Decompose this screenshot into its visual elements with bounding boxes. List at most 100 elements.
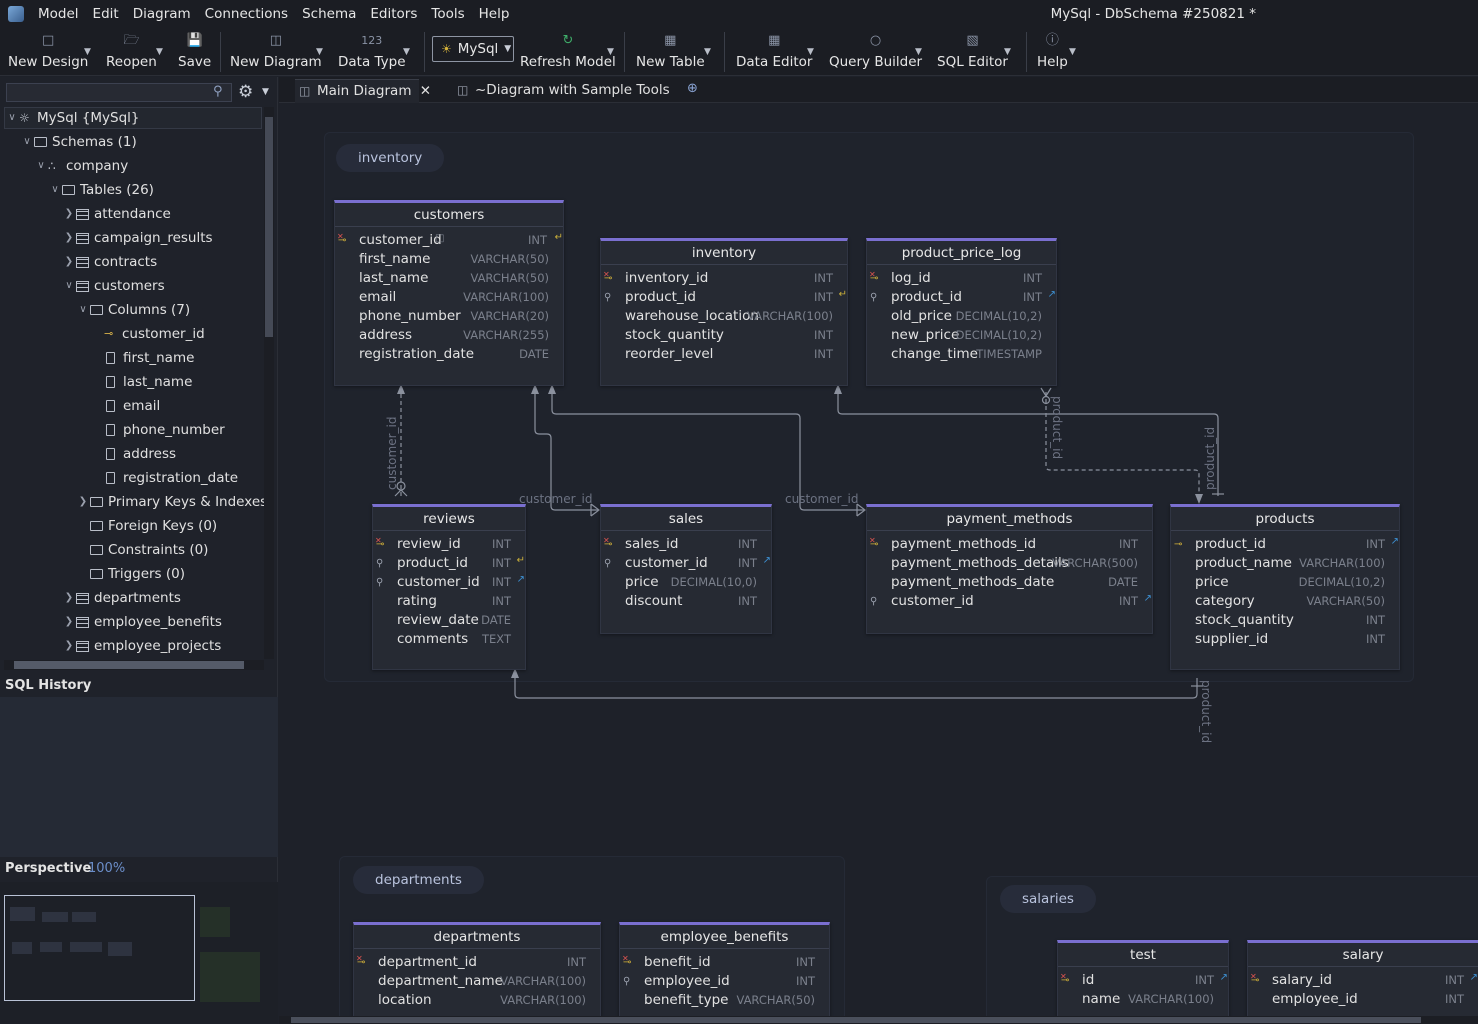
data-editor-button[interactable]: ▦ Data Editor [736,33,813,70]
chevron-down-icon[interactable]: ∨ [37,160,45,171]
perspective-zoom-level[interactable]: 100% [88,861,126,876]
data-type-button[interactable]: 123 Data Type [338,34,406,70]
tree-search-input[interactable] [6,83,232,102]
entity-title[interactable]: products [1171,507,1399,531]
menu-editors[interactable]: Editors [370,6,418,22]
chevron-right-icon[interactable]: ❯ [64,232,74,243]
chevron-down-icon[interactable]: ▼ [262,87,269,97]
entity-title[interactable]: payment_methods [867,507,1152,531]
menu-model[interactable]: Model [38,6,79,22]
chevron-down-icon[interactable]: ∨ [79,304,87,315]
tree-node-table-customers[interactable]: ∨ customers [62,275,164,297]
group-label-salaries[interactable]: salaries [1000,885,1096,913]
tree-node-column-address[interactable]: address [106,443,176,465]
new-design-button[interactable]: □ New Design [8,33,89,70]
query-builder-button[interactable]: ○ Query Builder [829,33,923,70]
refresh-model-button[interactable]: ↻ Refresh Model [520,33,616,70]
chevron-down-icon[interactable]: ∨ [23,136,31,147]
tree-node-schema-company[interactable]: ∨ ∴ company [34,155,128,177]
tree-node-schemas[interactable]: ∨ Schemas (1) [20,131,136,153]
new-table-button[interactable]: ▦ New Table [636,33,705,70]
gear-icon[interactable]: ⚙ [238,82,254,102]
tree-vertical-scrollbar[interactable] [264,107,274,659]
reopen-dropdown-arrow[interactable]: ▼ [156,47,163,57]
query-builder-dropdown-arrow[interactable]: ▼ [915,47,922,57]
relation-line[interactable] [534,388,599,511]
search-icon[interactable]: ⚲ [213,84,223,99]
new-design-dropdown-arrow[interactable]: ▼ [84,47,91,57]
reopen-button[interactable]: 🗁 Reopen [106,33,157,70]
chevron-right-icon[interactable]: ❯ [78,496,88,507]
add-tab-icon[interactable]: ⊕ [687,81,698,96]
tree-node-table-contracts[interactable]: ❯ contracts [62,251,157,273]
tree-node-primary-keys[interactable]: ❯ Primary Keys & Indexes (1 [76,491,264,513]
tree-node-triggers[interactable]: Triggers (0) [76,563,185,585]
tree-node-table-employee-projects[interactable]: ❯ employee_projects [62,635,221,657]
perspective-viewport-frame[interactable] [4,895,195,1001]
menu-tools[interactable]: Tools [431,6,465,22]
scrollbar-thumb[interactable] [291,1017,1421,1023]
tree-node-connection[interactable]: ∨ ☼ MySql {MySql} [4,107,262,129]
data-editor-dropdown-arrow[interactable]: ▼ [807,47,814,57]
tree-node-columns[interactable]: ∨ Columns (7) [76,299,190,321]
relation-line[interactable] [514,672,1198,699]
tree-node-column-first-name[interactable]: first_name [106,347,194,369]
entity-title[interactable]: product_price_log [867,241,1056,265]
new-table-dropdown-arrow[interactable]: ▼ [704,47,711,57]
tab-diagram-sample-tools[interactable]: ◫ ~Diagram with Sample Tools [453,79,673,103]
tree-node-column-phone-number[interactable]: phone_number [106,419,225,441]
sql-editor-dropdown-arrow[interactable]: ▼ [1004,47,1011,57]
data-type-dropdown-arrow[interactable]: ▼ [403,47,410,57]
menu-connections[interactable]: Connections [204,6,289,22]
database-select[interactable]: ☀ MySql ▼ [432,36,514,62]
tree-node-constraints[interactable]: Constraints (0) [76,539,208,561]
tree-node-column-customer-id[interactable]: ⊸ customer_id [104,326,205,342]
menu-schema[interactable]: Schema [302,6,357,22]
entity-title[interactable]: departments [354,925,600,949]
menu-diagram[interactable]: Diagram [132,6,191,22]
save-button[interactable]: 💾 Save [178,33,212,70]
chevron-down-icon[interactable]: ∨ [65,280,73,291]
entity-title[interactable]: inventory [601,241,847,265]
perspective-minimap[interactable] [0,882,278,1024]
chevron-right-icon[interactable]: ❯ [64,640,74,651]
close-icon[interactable]: ✕ [419,83,432,99]
chevron-right-icon[interactable]: ❯ [64,256,74,267]
chevron-down-icon[interactable]: ∨ [8,112,16,123]
